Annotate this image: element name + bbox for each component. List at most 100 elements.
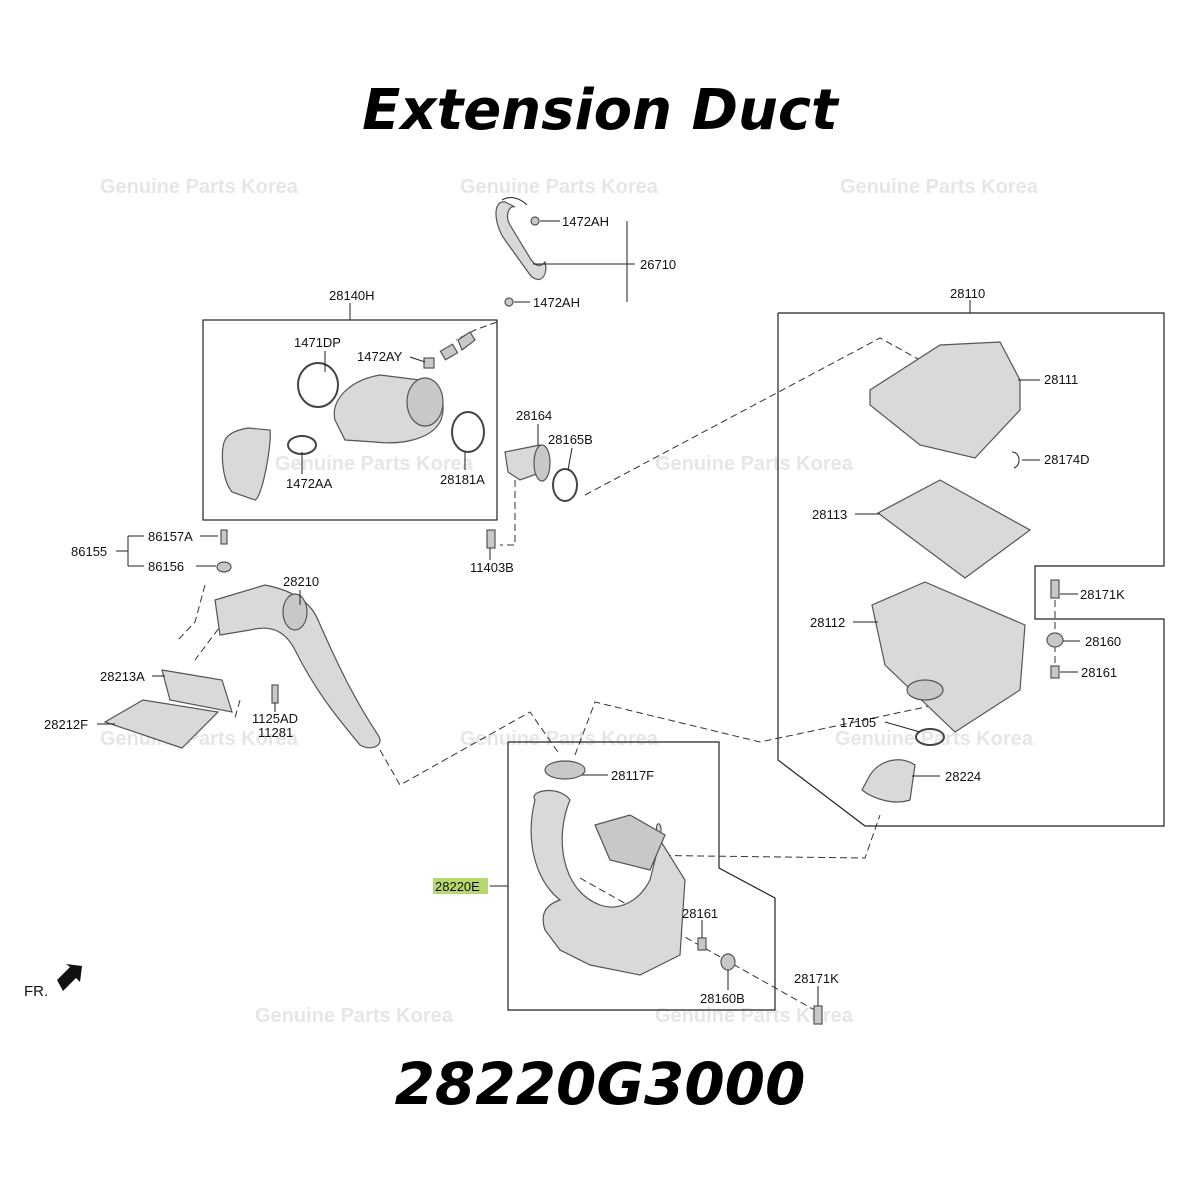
label-1125ad: 1125AD <box>252 711 298 726</box>
bolt-1125ad <box>271 684 279 704</box>
pcv-fitting <box>457 331 476 351</box>
label-86155: 86155 <box>71 544 107 559</box>
fitting-1472ay <box>423 357 435 369</box>
air-hose-28224 <box>861 759 916 803</box>
clip-1472ah-top <box>530 216 540 226</box>
dash-bolt-bracket <box>234 699 241 719</box>
air-cleaner-cover-28111 <box>869 341 1021 459</box>
duct-ring <box>282 593 308 631</box>
label-1471dp: 1471DP <box>294 335 341 350</box>
highlight-28220e <box>433 878 488 894</box>
watermark-7: Genuine Parts Korea <box>460 728 659 750</box>
label-28220e: 28220E <box>435 879 480 894</box>
air-cleaner-body-28112 <box>871 581 1026 733</box>
label-1472aa: 1472AA <box>286 476 333 491</box>
label-28161-low: 28161 <box>682 906 718 921</box>
dash-grommet <box>177 584 206 641</box>
label-28112: 28112 <box>810 615 845 630</box>
mount-28160b <box>720 953 736 971</box>
label-28165b: 28165B <box>548 432 593 447</box>
dash-seal-to-box <box>574 701 936 756</box>
clamp-28181a <box>451 411 485 453</box>
gasket-17105 <box>915 728 945 746</box>
watermark-layer: Genuine Parts Korea Genuine Parts Korea … <box>100 176 1039 1027</box>
label-11281: 11281 <box>258 725 293 740</box>
grommet-86156 <box>216 561 232 573</box>
label-1472ah-top: 1472AH <box>562 214 609 229</box>
box-28110 <box>777 312 1165 827</box>
label-26710: 26710 <box>640 257 676 272</box>
watermark-1: Genuine Parts Korea <box>100 176 299 198</box>
watermark-2: Genuine Parts Korea <box>460 176 659 198</box>
extension-duct-inlet <box>594 814 666 871</box>
clamp-1471dp <box>297 362 339 408</box>
filter-element-28113 <box>876 479 1032 579</box>
clamp-1472aa <box>287 435 317 455</box>
label-28212f: 28212F <box>44 717 88 732</box>
label-28171k-low: 28171K <box>794 971 839 986</box>
bracket-28213a <box>161 669 233 713</box>
dash-sensor-bolt <box>500 480 516 546</box>
clip-28174d <box>1011 451 1020 469</box>
part-number: 28220G3000 <box>394 1050 806 1118</box>
watermark-10: Genuine Parts Korea <box>655 1005 854 1027</box>
label-28117f: 28117F <box>611 768 654 783</box>
throttle-hose-outlet <box>406 377 444 427</box>
label-28111: 28111 <box>1044 372 1078 387</box>
resonator-cap <box>221 427 271 501</box>
label-28174d: 28174D <box>1044 452 1090 467</box>
front-arrow-icon <box>57 964 82 991</box>
label-28160b: 28160B <box>700 991 745 1006</box>
watermark-5: Genuine Parts Korea <box>655 453 854 475</box>
label-28161-right: 28161 <box>1081 665 1117 680</box>
label-28181a: 28181A <box>440 472 485 487</box>
label-28110: 28110 <box>950 286 985 301</box>
box-28220e <box>507 741 776 1011</box>
label-17105: 17105 <box>840 715 876 730</box>
label-28210: 28210 <box>283 574 319 589</box>
watermark-4: Genuine Parts Korea <box>275 453 474 475</box>
body-outlet <box>906 679 944 701</box>
label-11403b: 11403B <box>470 560 514 575</box>
seal-28117f <box>544 760 586 780</box>
label-1472ay: 1472AY <box>357 349 403 364</box>
mount-28160 <box>1046 632 1064 648</box>
label-28171k-right: 28171K <box>1080 587 1125 602</box>
label-28160: 28160 <box>1085 634 1121 649</box>
bolt-28171k-right <box>1050 579 1060 599</box>
label-28164: 28164 <box>516 408 552 423</box>
hose-nipple <box>439 343 459 361</box>
dash-bracket <box>194 619 226 661</box>
sensor-flange <box>533 444 551 482</box>
gasket-28165b <box>552 468 578 502</box>
bolt-11403b <box>486 529 496 549</box>
label-28213a: 28213A <box>100 669 145 684</box>
intake-duct-28210 <box>214 584 381 749</box>
label-1472ah-bottom: 1472AH <box>533 295 580 310</box>
watermark-3: Genuine Parts Korea <box>840 176 1039 198</box>
label-28113: 28113 <box>812 507 847 522</box>
pin-28161-right <box>1050 665 1060 679</box>
dash-duct-to-seal <box>379 711 561 786</box>
label-86156: 86156 <box>148 559 184 574</box>
label-28140h: 28140H <box>329 288 375 303</box>
cover-28212f <box>103 699 220 749</box>
watermark-9: Genuine Parts Korea <box>255 1005 454 1027</box>
clip-1472ah-bottom <box>504 297 514 307</box>
label-86157a: 86157A <box>148 529 193 544</box>
dash-sensor-to-cover <box>584 337 921 496</box>
front-label: FR. <box>24 983 48 1000</box>
pin-28161-low <box>697 937 707 951</box>
bolt-28171k-low <box>813 1005 823 1025</box>
diagram-title: Extension Duct <box>362 78 838 143</box>
bolt-86157a <box>220 529 228 545</box>
watermark-8: Genuine Parts Korea <box>835 728 1034 750</box>
hose-top-bend <box>501 197 528 206</box>
extension-duct-28220e <box>530 790 686 976</box>
label-28224: 28224 <box>945 769 981 784</box>
leader-lines <box>97 220 1080 1006</box>
breather-hose-26710 <box>495 201 547 280</box>
dash-extension-to-hose <box>619 814 881 859</box>
